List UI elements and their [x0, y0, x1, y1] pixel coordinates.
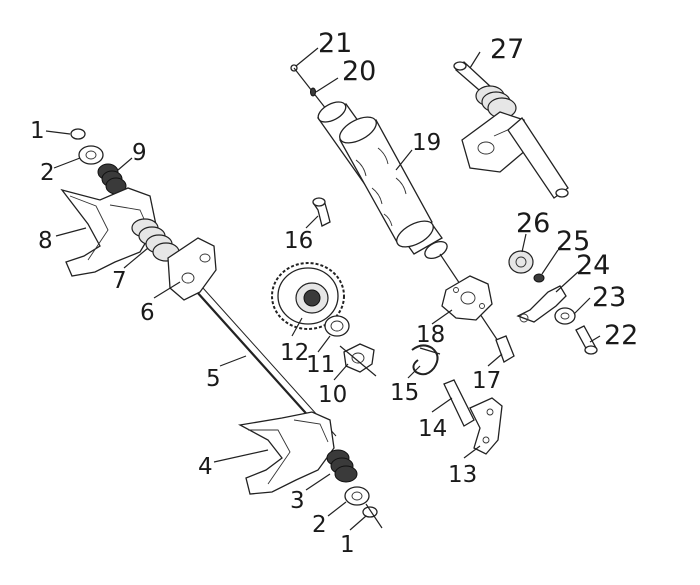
collar — [554, 307, 576, 325]
part-number-labels: 1 2 9 8 7 6 5 4 3 2 1 12 11 10 16 15 14 … — [30, 28, 638, 558]
label-9: 9 — [132, 140, 147, 166]
label-8: 8 — [38, 228, 53, 254]
label-3: 3 — [290, 488, 305, 514]
leader-lines — [45, 47, 601, 531]
return-spring — [411, 344, 439, 376]
spring-bottom — [326, 449, 358, 483]
label-21: 21 — [318, 28, 352, 59]
label-13: 13 — [448, 462, 477, 488]
label-18: 18 — [416, 322, 445, 348]
thrust-washer — [324, 315, 350, 337]
label-27: 27 — [490, 34, 524, 65]
cam-plate — [339, 343, 377, 377]
shift-shaft-assembly — [453, 61, 598, 355]
stopper-arm — [516, 285, 567, 323]
washer-bottom — [344, 486, 370, 506]
label-16: 16 — [284, 228, 313, 254]
stopper-bracket — [469, 397, 503, 455]
label-19: 19 — [412, 130, 441, 156]
label-22: 22 — [604, 320, 638, 351]
label-2-bottom: 2 — [312, 512, 327, 538]
label-5: 5 — [206, 366, 221, 392]
small-washer — [533, 273, 545, 283]
circlip-bottom — [362, 506, 378, 518]
circlip-top — [70, 128, 86, 140]
washer-top — [78, 145, 104, 165]
bolt-drum — [495, 335, 515, 363]
small-pin — [310, 87, 316, 97]
shift-fork-lower — [238, 411, 335, 495]
label-24: 24 — [576, 250, 610, 281]
shift-fork-upper — [60, 187, 157, 277]
label-1-bottom: 1 — [340, 532, 355, 558]
label-10: 10 — [318, 382, 347, 408]
spring-top — [97, 163, 127, 195]
label-23: 23 — [592, 282, 626, 313]
label-20: 20 — [342, 56, 376, 87]
label-15: 15 — [390, 380, 419, 406]
label-6: 6 — [140, 300, 155, 326]
shift-arm — [167, 237, 217, 301]
label-7: 7 — [112, 268, 127, 294]
label-14: 14 — [418, 416, 447, 442]
label-4: 4 — [198, 454, 213, 480]
shift-drum — [317, 101, 509, 357]
label-17: 17 — [472, 368, 501, 394]
shift-shaft — [453, 61, 569, 199]
label-26: 26 — [516, 208, 550, 239]
drum-stopper-plate — [441, 275, 493, 321]
label-1-top: 1 — [30, 118, 45, 144]
label-11: 11 — [306, 352, 335, 378]
label-2-top: 2 — [40, 160, 55, 186]
gear-and-drum-assembly — [271, 64, 515, 455]
stopper-roller — [508, 250, 534, 274]
label-25: 25 — [556, 226, 590, 257]
gear-sprocket — [271, 262, 345, 330]
label-12: 12 — [280, 340, 309, 366]
spring-upper-fork — [131, 218, 180, 262]
stopper-shaft — [443, 379, 475, 427]
shift-fork-shaft-assembly — [60, 128, 383, 529]
